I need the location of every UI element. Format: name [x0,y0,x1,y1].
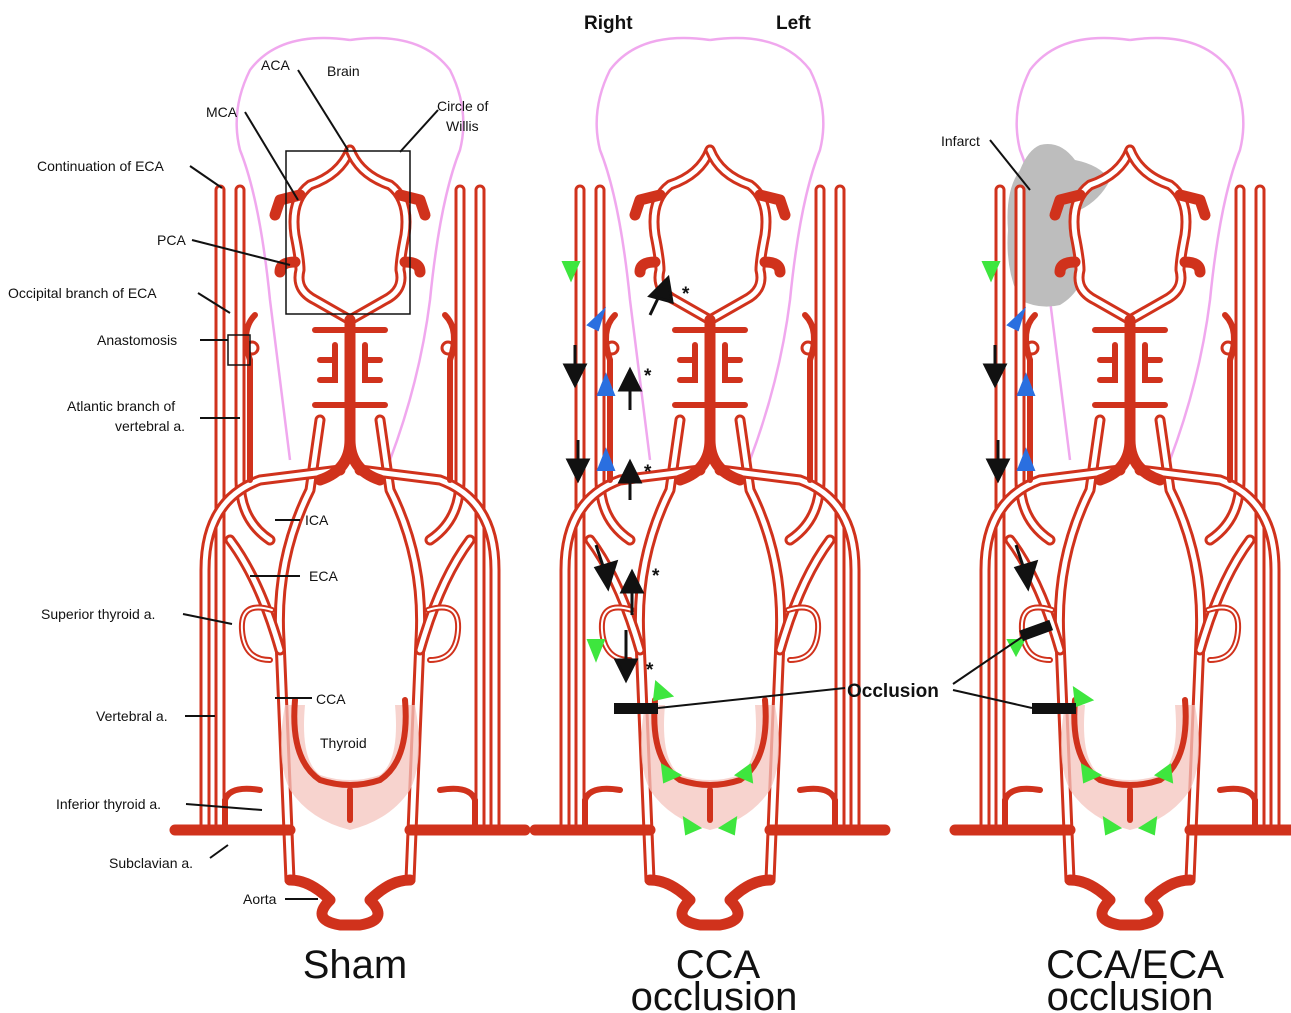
label-vertebral: Vertebral a. [96,708,168,724]
label-atlantic-2: vertebral a. [115,418,185,434]
occlusion-bar-cca [1032,703,1076,714]
panel-title-cca-eca-2: occlusion [1047,975,1214,1013]
label-pca: PCA [157,232,186,248]
label-mca: MCA [206,104,238,120]
label-inferior-thyroid: Inferior thyroid a. [56,796,161,812]
panel-cca-eca-occlusion: Infarct CCA/ECA occlusion [941,38,1291,1013]
label-subclavian: Subclavian a. [109,855,193,871]
occlusion-bar [614,703,658,714]
asterisk-3: * [644,462,652,483]
label-aca: ACA [261,57,290,73]
label-brain: Brain [327,63,360,79]
label-aorta: Aorta [243,891,277,907]
label-cca: CCA [316,691,346,707]
label-atlantic-1: Atlantic branch of [67,398,175,414]
label-superior-thyroid: Superior thyroid a. [41,606,155,622]
label-anastomosis: Anastomosis [97,332,177,348]
panel-title-sham: Sham [303,943,408,987]
header-left: Left [776,13,812,34]
label-thyroid: Thyroid [320,735,367,751]
asterisk-2: * [644,366,652,387]
header-right: Right [584,13,633,34]
label-infarct: Infarct [941,133,980,149]
label-occlusion: Occlusion [847,681,939,702]
label-circle-of-willis-1: Circle of [437,98,488,114]
label-circle-of-willis-2: Willis [446,118,479,134]
panel-cca-occlusion: Right Left * * * * * [535,13,885,1013]
asterisk-4: * [652,566,660,587]
label-occipital-branch: Occipital branch of ECA [8,285,157,301]
label-eca: ECA [309,568,338,584]
asterisk-5: * [646,660,654,681]
asterisk-1: * [682,284,690,305]
label-ica: ICA [305,512,329,528]
panel-title-cca-2: occlusion [631,975,798,1013]
label-continuation-eca: Continuation of ECA [37,158,165,174]
panel-sham: ACA Brain Circle of Willis MCA Continuat… [8,38,525,987]
